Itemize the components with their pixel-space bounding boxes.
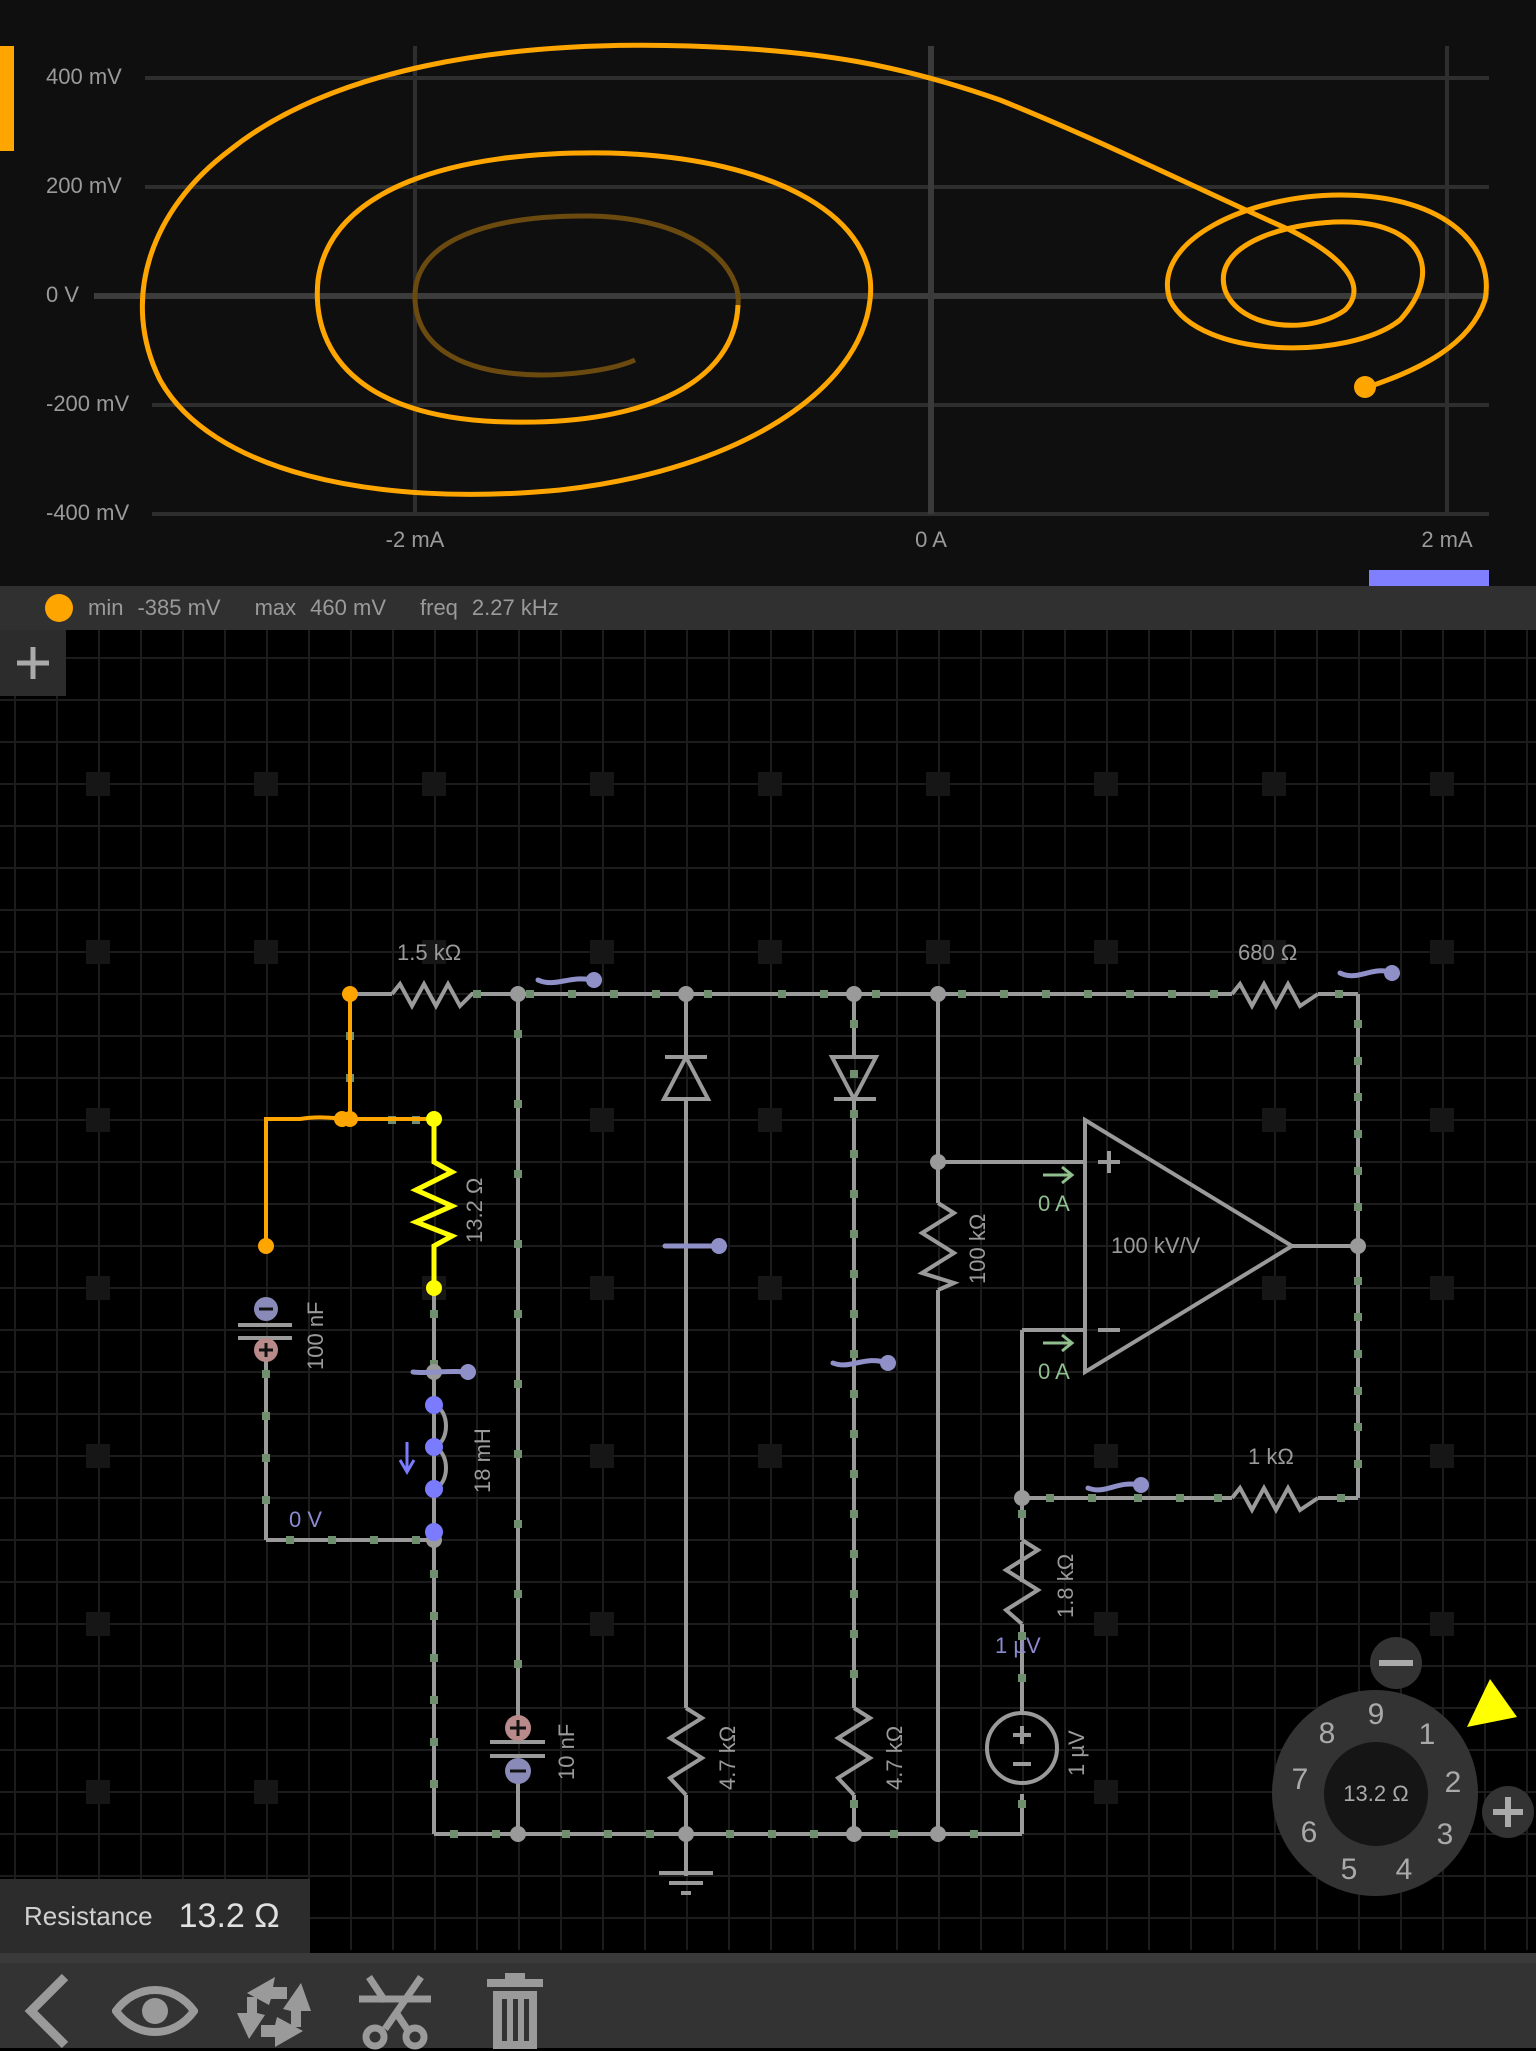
scope-channel-marker[interactable]: [0, 46, 14, 151]
scope-range-handle[interactable]: [1369, 570, 1489, 586]
opamp-minus-current-label: 0 A: [1038, 1359, 1070, 1384]
min-label: min: [88, 595, 124, 620]
resistor-1k-label: 1 kΩ: [1248, 1444, 1294, 1469]
resistor-680-label: 680 Ω: [1238, 940, 1298, 965]
circuit-canvas[interactable]: [0, 630, 1536, 1950]
dial-digit[interactable]: 9: [1367, 1698, 1385, 1731]
eye-icon: [112, 1986, 198, 2036]
resistor-1k5-label: 1.5 kΩ: [397, 940, 462, 965]
y-tick-label: 0 V: [46, 282, 80, 307]
resistor-4k7-b-label: 4.7 kΩ: [882, 1725, 907, 1790]
voltage-source-label: 1 µV: [1064, 1730, 1089, 1776]
increment-button[interactable]: [1482, 1786, 1534, 1838]
chevron-left-icon: [24, 1973, 69, 2049]
property-name: Resistance: [24, 1900, 153, 1931]
dial-digit[interactable]: 1: [1418, 1718, 1436, 1751]
dial-digit[interactable]: 4: [1395, 1853, 1413, 1886]
y-tick-label: -200 mV: [46, 391, 130, 416]
dial-digit[interactable]: 7: [1291, 1763, 1309, 1796]
x-tick-label: 0 A: [915, 527, 947, 552]
y-tick-label: 200 mV: [46, 173, 122, 198]
dial-digit[interactable]: 2: [1444, 1766, 1462, 1799]
resistor-4k7-a-label: 4.7 kΩ: [715, 1725, 740, 1790]
decrement-button[interactable]: [1370, 1637, 1422, 1689]
value-dial[interactable]: 9 1 2 3 4 5 6 7 8 13.2 Ω: [1272, 1690, 1478, 1896]
resistor-selected-label: 13.2 Ω: [462, 1177, 487, 1243]
y-tick-label: -400 mV: [46, 500, 130, 525]
plus-icon: [17, 647, 49, 679]
y-tick-label: 400 mV: [46, 64, 122, 89]
opamp-gain-label: 100 kV/V: [1111, 1233, 1201, 1258]
dial-value: 13.2 Ω: [1324, 1742, 1428, 1846]
inductor-18m-label: 18 mH: [470, 1428, 495, 1493]
property-value[interactable]: 13.2 Ω: [178, 1896, 280, 1935]
freq-value: 2.27 kHz: [471, 595, 559, 620]
x-tick-label: -2 mA: [385, 527, 445, 552]
bottom-toolbar: [0, 1953, 1536, 2051]
trash-icon: [487, 1973, 543, 2049]
back-button[interactable]: [0, 1971, 90, 2051]
rotate-icon: [237, 1977, 311, 2047]
max-value: 460 mV: [310, 595, 386, 620]
resistor-1k8-label: 1.8 kΩ: [1053, 1553, 1078, 1618]
property-panel[interactable]: Resistance 13.2 Ω: [0, 1879, 310, 1953]
dial-pointer-icon[interactable]: [1460, 1675, 1520, 1730]
rotate-button[interactable]: [230, 1971, 320, 2051]
delete-button[interactable]: [470, 1971, 560, 2051]
dial-digit[interactable]: 6: [1300, 1816, 1318, 1849]
schematic: [0, 630, 1536, 1950]
dial-digit[interactable]: 8: [1318, 1717, 1336, 1750]
cut-wire-button[interactable]: [350, 1971, 440, 2051]
capacitor-10n-label: 10 nF: [554, 1723, 579, 1780]
capacitor-100n-label: 100 nF: [303, 1301, 328, 1371]
dial-digit[interactable]: 5: [1340, 1853, 1358, 1886]
freq-label: freq: [420, 595, 458, 620]
current-arrow-icon: [398, 1442, 416, 1475]
node-voltage-label-2: 1 µV: [995, 1633, 1041, 1658]
node-voltage-label: 0 V: [289, 1507, 323, 1532]
scope-plot: [94, 42, 1489, 516]
trace-endpoint: [1354, 376, 1376, 398]
channel-color-dot[interactable]: [45, 594, 73, 622]
min-value: -385 mV: [137, 595, 221, 620]
plus-icon: [1493, 1797, 1523, 1827]
max-label: max: [254, 595, 297, 620]
resistor-100k-label: 100 kΩ: [965, 1213, 990, 1284]
x-tick-label: 2 mA: [1421, 527, 1473, 552]
opamp-plus-current-label: 0 A: [1038, 1191, 1070, 1216]
minus-icon: [1379, 1660, 1413, 1666]
view-button[interactable]: [110, 1971, 200, 2051]
scissors-icon: [359, 1975, 431, 2050]
oscilloscope-panel[interactable]: 400 mV 200 mV 0 V -200 mV -400 mV -2 mA …: [0, 0, 1536, 586]
scope-status-bar: min -385 mV max 460 mV freq 2.27 kHz: [0, 586, 1536, 630]
add-component-button[interactable]: [0, 630, 66, 696]
dial-digit[interactable]: 3: [1436, 1818, 1454, 1851]
